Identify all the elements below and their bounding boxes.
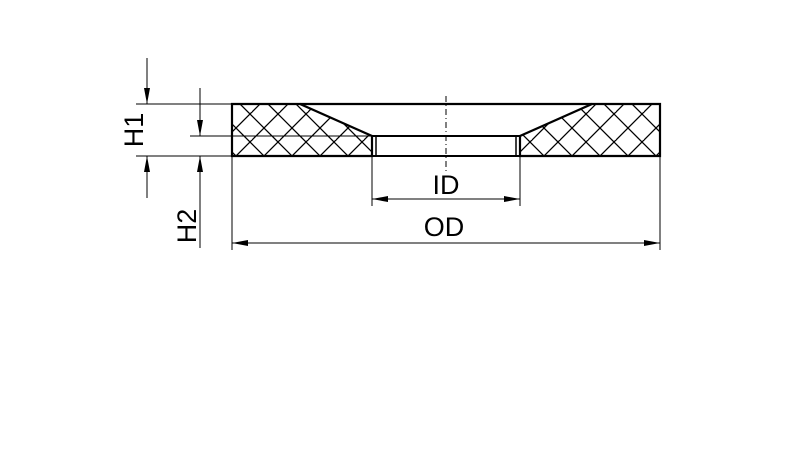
h2-dimension bbox=[190, 88, 372, 248]
h2-label: H2 bbox=[172, 209, 202, 244]
id-label: ID bbox=[433, 170, 460, 200]
id-dimension bbox=[371, 156, 521, 206]
h1-label: H1 bbox=[119, 113, 149, 148]
od-label: OD bbox=[424, 212, 465, 242]
left-section bbox=[230, 102, 374, 158]
od-dimension bbox=[231, 156, 661, 250]
right-section bbox=[518, 102, 662, 158]
h1-dimension bbox=[136, 58, 232, 198]
